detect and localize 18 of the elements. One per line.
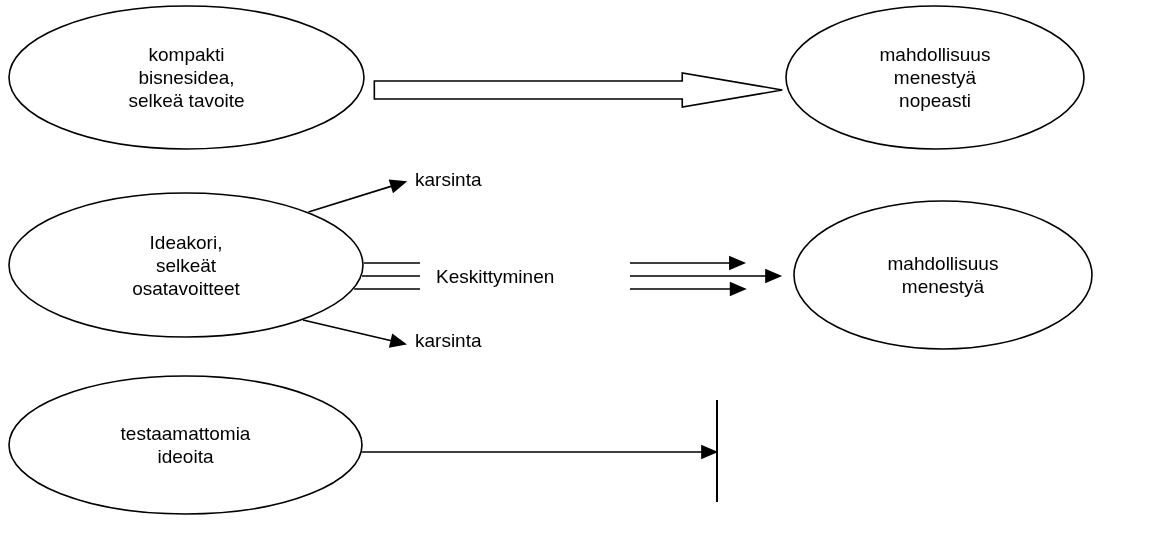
node-text: mahdollisuus menestyä nopeasti xyxy=(878,43,992,112)
node-label: karsinta xyxy=(415,329,482,352)
arrow xyxy=(307,179,406,213)
node-label: Keskittyminen xyxy=(436,265,555,288)
node-text: mahdollisuus menestyä xyxy=(886,252,1000,298)
node-text: testaamattomia ideoita xyxy=(119,422,252,468)
arrow xyxy=(629,269,781,284)
node-text: kompakti bisnesidea, selkeä tavoite xyxy=(127,43,246,112)
connector-line xyxy=(353,288,421,290)
node-text: Ideakori, selkeät osatavoitteet xyxy=(131,230,241,300)
block-arrow xyxy=(373,72,784,108)
arrow xyxy=(302,319,406,348)
arrow xyxy=(629,282,746,297)
connector-line xyxy=(363,262,421,264)
node-label: karsinta xyxy=(415,168,482,191)
arrow xyxy=(361,445,717,460)
connector-line xyxy=(361,275,421,277)
arrow xyxy=(629,256,745,271)
